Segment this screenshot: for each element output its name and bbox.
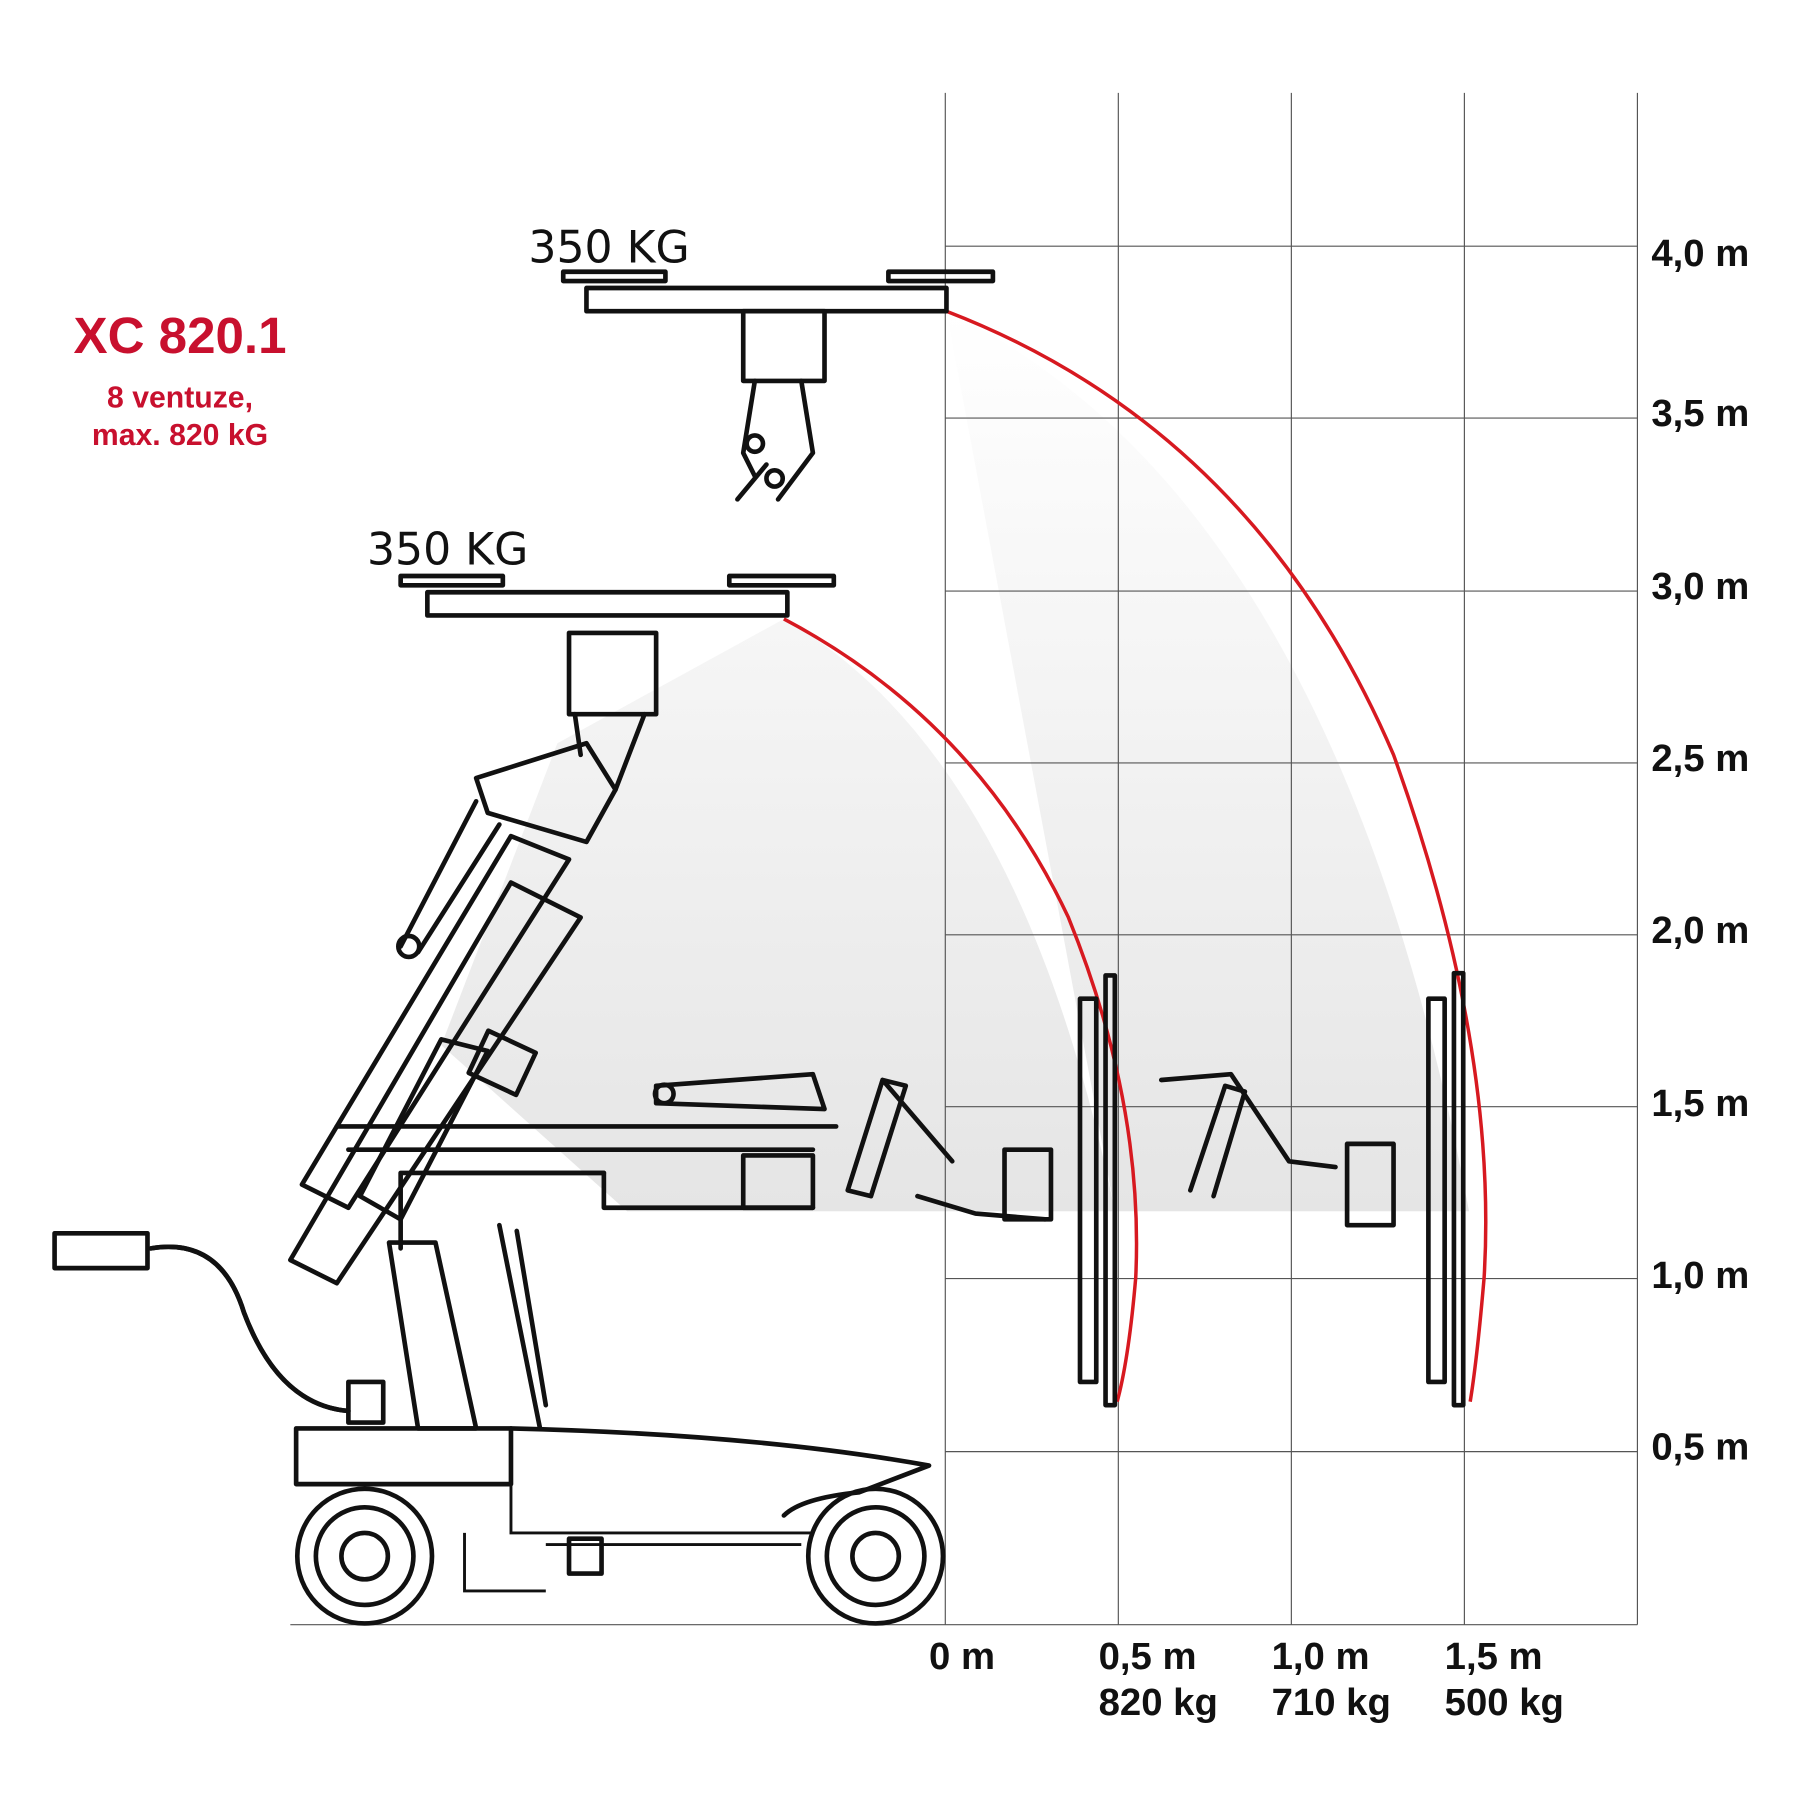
x-tick-label: 1,5 m (1445, 1635, 1543, 1678)
y-tick-label: 2,5 m (1651, 737, 1749, 780)
x-tick-label: 1,0 m (1272, 1635, 1370, 1678)
y-axis-labels: 4,0 m 3,5 m 3,0 m 2,5 m 2,0 m 1,5 m 1,0 … (1651, 232, 1749, 1469)
load-label-mid: 350 KG (367, 524, 528, 575)
reach-arc-outer (945, 309, 1488, 1402)
load-label-top: 350 KG (528, 222, 689, 273)
x-axis-labels: 0 m 0,5 m 820 kg 1,0 m 710 kg 1,5 m 500 … (929, 1635, 1564, 1724)
x-capacity-label: 710 kg (1272, 1681, 1391, 1724)
y-tick-label: 1,5 m (1651, 1082, 1749, 1125)
y-tick-label: 4,0 m (1651, 232, 1749, 275)
model-subtitle-line2: max. 820 kG (92, 419, 268, 452)
y-tick-label: 3,5 m (1651, 392, 1749, 435)
rear-wheel (294, 1486, 435, 1626)
x-capacity-label: 820 kg (1099, 1681, 1218, 1724)
y-tick-label: 0,5 m (1651, 1426, 1749, 1469)
y-tick-label: 3,0 m (1651, 565, 1749, 608)
model-title: XC 820.1 (74, 307, 287, 364)
model-subtitle-line1: 8 ventuze, (107, 382, 253, 415)
x-tick-label: 0,5 m (1099, 1635, 1197, 1678)
reach-area-shade (441, 311, 1470, 1212)
glass-lifter-machine (52, 269, 1466, 1626)
y-tick-label: 2,0 m (1651, 909, 1749, 952)
front-wheel (805, 1486, 946, 1626)
x-capacity-label: 500 kg (1445, 1681, 1564, 1724)
x-tick-label: 0 m (929, 1635, 995, 1678)
y-tick-label: 1,0 m (1651, 1254, 1749, 1297)
